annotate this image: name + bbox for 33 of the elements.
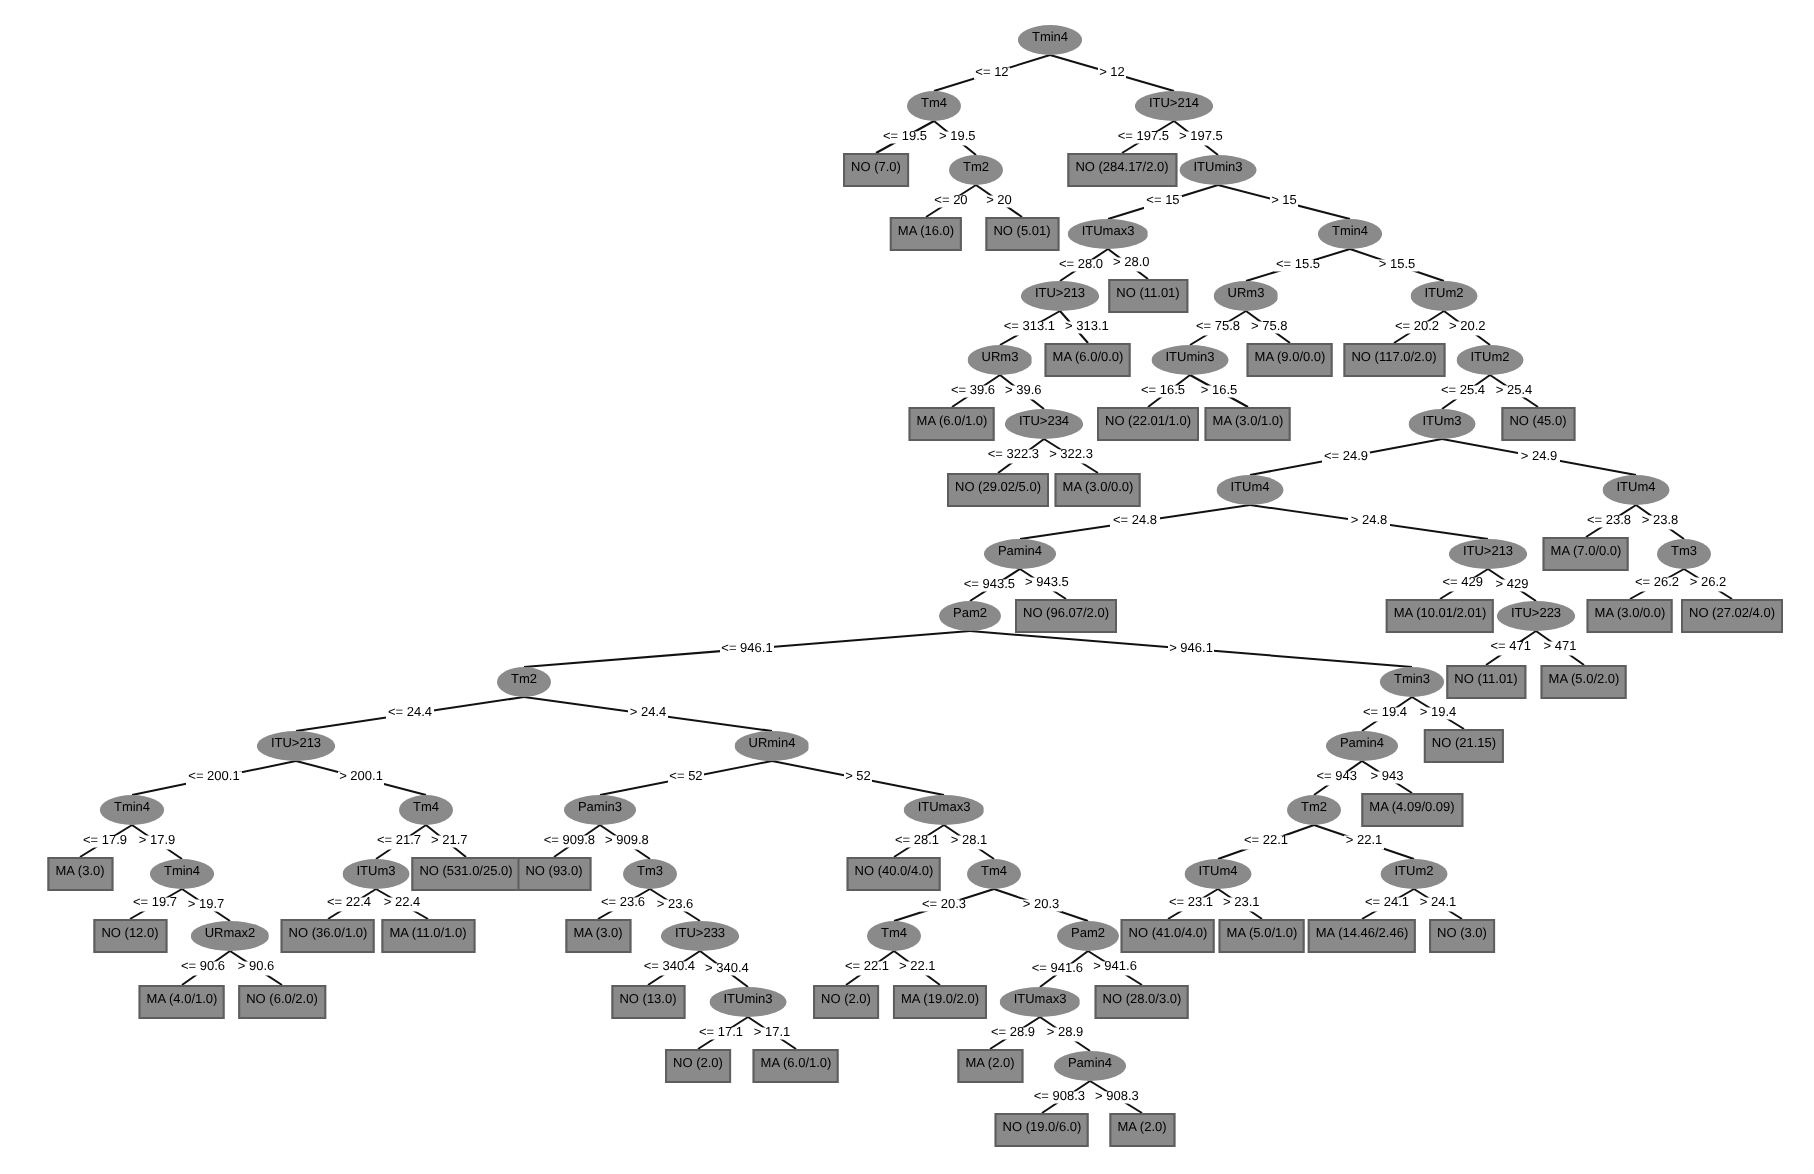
tree-edge (131, 824, 183, 860)
tree-edge (933, 54, 1051, 92)
tree-edge (1413, 888, 1463, 920)
tree-edge (699, 950, 749, 988)
tree-edge (933, 120, 977, 156)
tree-edge (523, 696, 773, 732)
tree-edge (1439, 568, 1489, 600)
tree-edge (1313, 760, 1363, 796)
tree-edge (1049, 54, 1175, 92)
tree-edge (1485, 630, 1537, 666)
tree-edge (1043, 438, 1099, 474)
tree-edge (375, 888, 429, 920)
tree-edge (599, 760, 773, 796)
tree-edge (1107, 248, 1149, 280)
tree-edge (925, 184, 977, 218)
tree-edge (969, 630, 1413, 668)
tree-edge (523, 630, 971, 668)
tree-edge (1107, 184, 1219, 220)
tree-edge (1217, 184, 1351, 220)
tree-edge (1173, 120, 1219, 156)
tree-edge (893, 950, 941, 986)
tree-edge (1245, 310, 1291, 344)
tree-edge (747, 1016, 797, 1050)
tree-edge (1059, 310, 1089, 344)
tree-edge (1249, 504, 1489, 540)
tree-edge (999, 374, 1045, 410)
tree-edge (425, 824, 467, 858)
tree-edge (1019, 568, 1067, 600)
tree-edge (1411, 696, 1465, 730)
tree-edge (975, 184, 1023, 218)
tree-edge (1443, 310, 1491, 346)
tree-edge (771, 760, 945, 796)
tree-edge (1535, 630, 1585, 666)
